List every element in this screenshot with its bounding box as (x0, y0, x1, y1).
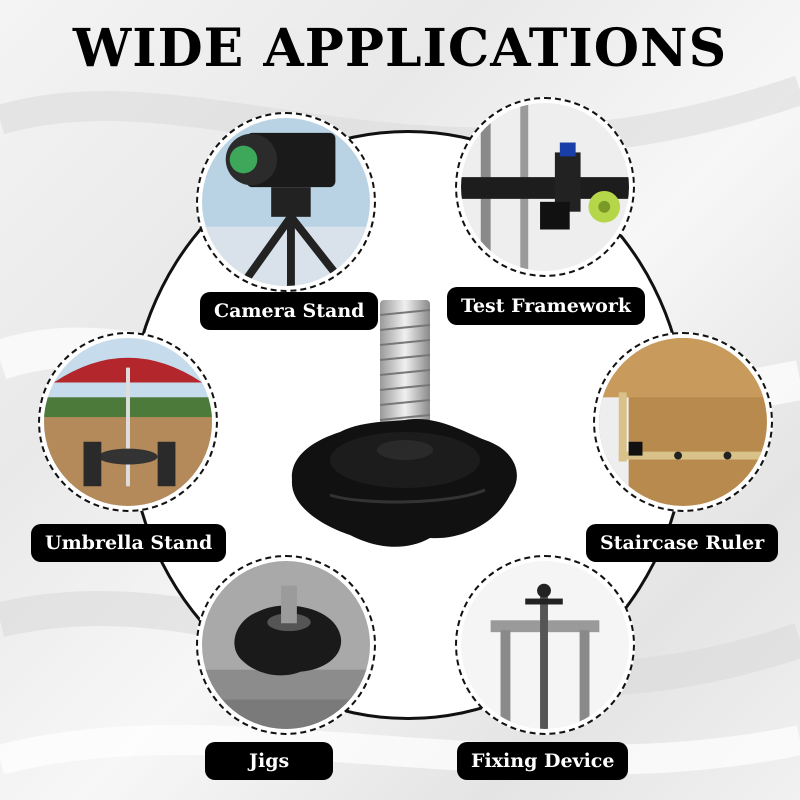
application-staircase-ruler (593, 332, 773, 512)
star-knob-screw-icon (291, 300, 517, 547)
camera-tripod-icon (202, 118, 370, 286)
fixing-device-icon (461, 561, 629, 729)
application-umbrella-stand (38, 332, 218, 512)
label-jigs: Jigs (205, 742, 334, 780)
label-staircase-ruler: Staircase Ruler (586, 524, 779, 562)
application-fixing-device (455, 555, 635, 735)
patio-umbrella-icon (44, 338, 212, 506)
application-test-framework (455, 97, 635, 277)
jig-knob-icon (202, 561, 370, 729)
application-jigs (196, 555, 376, 735)
label-test-framework: Test Framework (447, 287, 646, 325)
label-camera-stand: Camera Stand (200, 292, 379, 330)
page-title: WIDE APPLICATIONS (72, 18, 728, 79)
label-umbrella-stand: Umbrella Stand (31, 524, 227, 562)
application-camera-stand (196, 112, 376, 292)
label-fixing-device: Fixing Device (457, 742, 629, 780)
staircase-ruler-icon (599, 338, 767, 506)
test-framework-icon (461, 103, 629, 271)
